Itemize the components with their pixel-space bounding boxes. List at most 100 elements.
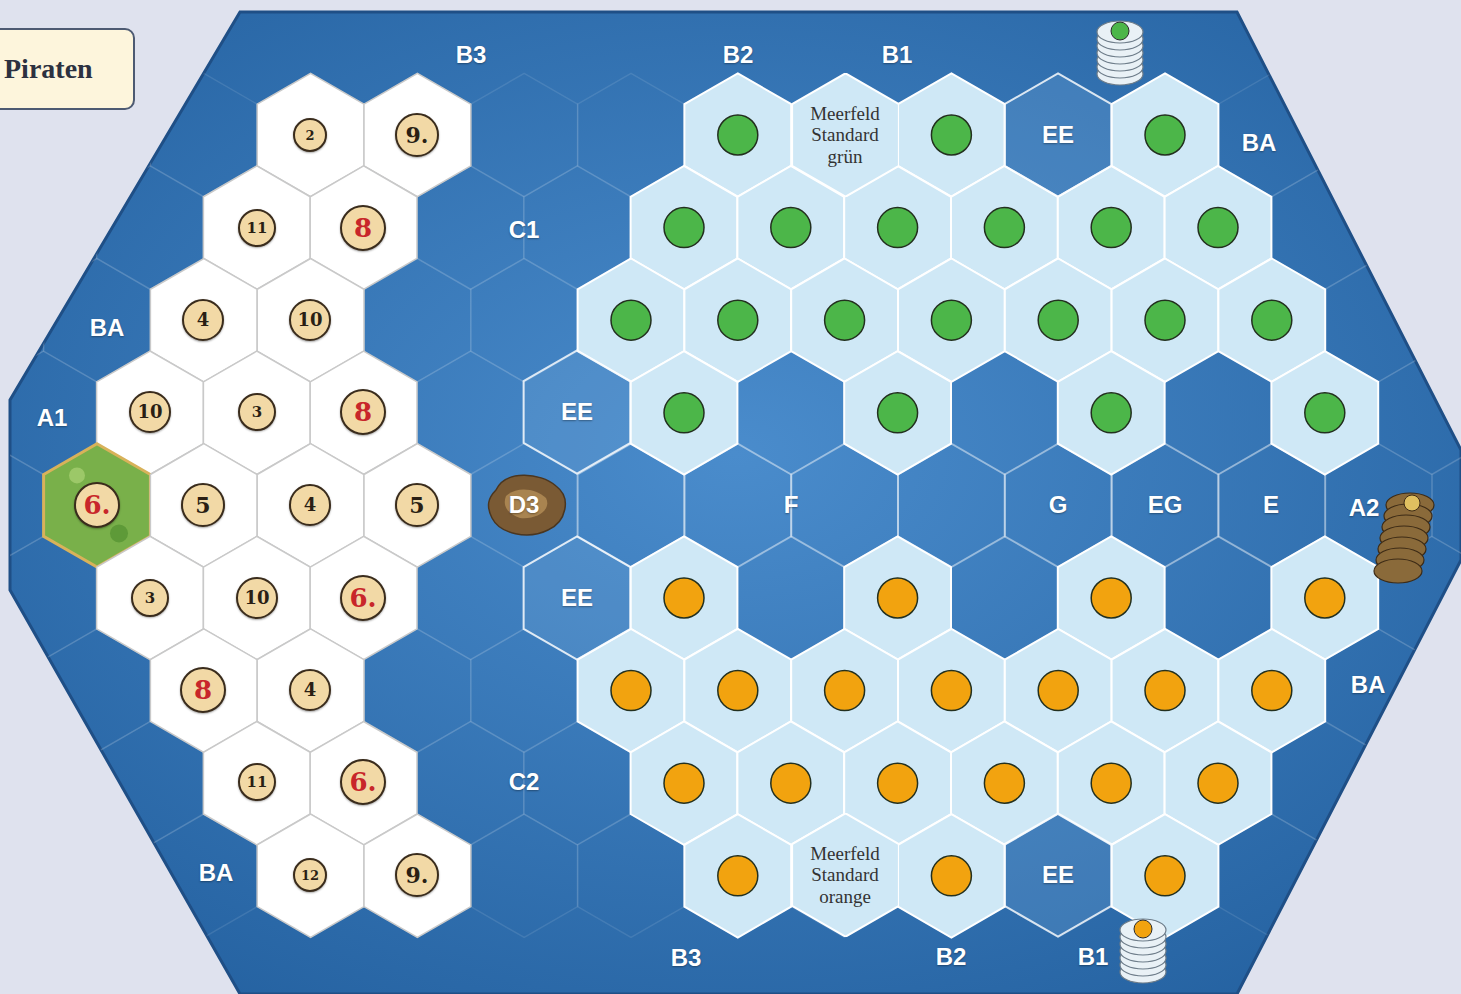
sea-hex: [1325, 814, 1432, 937]
number-label: 11: [247, 775, 268, 790]
board-section-label: F: [784, 491, 799, 519]
sea-hex: [1378, 351, 1461, 474]
number-label: 12: [301, 869, 319, 882]
sea-field-hex: Meerfeld Standard orange: [792, 813, 899, 937]
sea-hex: [0, 722, 97, 845]
orange-marker: [1145, 671, 1185, 711]
sea-hex: [0, 259, 44, 382]
green-marker: [931, 300, 971, 340]
board-section-label: C1: [509, 216, 540, 244]
number-token: 10: [289, 299, 331, 341]
number-token: 5: [395, 483, 439, 527]
green-marker: [931, 115, 971, 155]
number-label: 4: [304, 681, 317, 699]
board-section-label: B1: [1078, 943, 1109, 971]
board-section-label: EE: [561, 398, 593, 426]
pirate-island-detail: [505, 489, 548, 518]
board-section-label: BA: [199, 859, 234, 887]
land-hex: [257, 814, 364, 937]
pasture-detail: [69, 467, 85, 483]
sea-hex: [0, 629, 44, 752]
stack-marker: [1134, 920, 1152, 938]
green-marker: [984, 208, 1024, 248]
number-token: 8: [340, 389, 386, 435]
number-token: 10: [236, 577, 278, 619]
green-marker: [664, 393, 704, 433]
green-marker: [718, 115, 758, 155]
number-label: 10: [297, 311, 322, 329]
hex-outline-shape: [792, 813, 899, 936]
number-token: 11: [238, 763, 276, 801]
green-marker: [1305, 393, 1345, 433]
sea-hex: [1432, 73, 1461, 196]
orange-marker: [1252, 671, 1292, 711]
number-label: 8: [354, 399, 372, 425]
sea-hex: [1432, 259, 1461, 382]
number-label: 11: [247, 221, 268, 236]
title-box: Piraten: [0, 28, 135, 110]
board-section-label: C2: [509, 768, 540, 796]
board-section-label: B3: [456, 41, 487, 69]
sea-hex: [1432, 444, 1461, 567]
number-label: 4: [197, 311, 210, 329]
board-section-label: B1: [882, 41, 913, 69]
number-token: 8: [180, 667, 226, 713]
board-section-label: D3: [509, 491, 540, 519]
number-label: 9.: [406, 124, 429, 146]
board-section-label: EE: [1042, 121, 1074, 149]
board-section-label: BA: [90, 314, 125, 342]
orange-marker: [1305, 578, 1345, 618]
orange-marker: [1198, 763, 1238, 803]
number-token: 3: [238, 393, 276, 431]
number-label: 3: [145, 591, 155, 606]
orange-marker: [1091, 763, 1131, 803]
sea-hex: [0, 166, 97, 289]
number-label: 6.: [83, 492, 110, 518]
number-label: 3: [252, 405, 262, 420]
number-token: 9.: [395, 113, 439, 157]
sea-field-hex: [844, 351, 951, 474]
orange-marker: [878, 763, 918, 803]
board-section-label: B2: [936, 943, 967, 971]
start-hex: [524, 536, 631, 659]
orange-marker: [664, 763, 704, 803]
sea-field-hex: [684, 814, 791, 937]
token-stack: [1120, 919, 1166, 941]
board-section-label: EE: [561, 584, 593, 612]
number-label: 5: [409, 494, 424, 516]
board-section-label: B3: [671, 944, 702, 972]
number-label: 5: [195, 494, 210, 516]
sea-hex: [1432, 814, 1461, 937]
title: Piraten: [4, 53, 93, 85]
number-token: 10: [129, 391, 171, 433]
number-token: 4: [182, 299, 224, 341]
number-label: 10: [244, 589, 269, 607]
number-token: 2: [293, 118, 327, 152]
board-section-label: G: [1049, 491, 1068, 519]
orange-marker: [1091, 578, 1131, 618]
orange-marker: [931, 856, 971, 896]
gold-stack: [1374, 559, 1422, 583]
orange-marker: [718, 856, 758, 896]
number-token: 8: [340, 205, 386, 251]
green-marker: [664, 208, 704, 248]
board-section-label: B2: [723, 41, 754, 69]
number-label: 6.: [349, 769, 376, 795]
board-section-label: A1: [37, 404, 68, 432]
green-marker: [611, 300, 651, 340]
field-label: Meerfeld Standard orange: [810, 843, 880, 907]
start-hex: [1005, 73, 1112, 196]
green-marker: [1091, 393, 1131, 433]
number-label: 4: [304, 496, 317, 514]
green-marker: [1145, 115, 1185, 155]
number-token: 5: [181, 483, 225, 527]
number-token: 6.: [340, 759, 386, 805]
sea-field-hex: [1271, 351, 1378, 474]
board-section-label: E: [1263, 491, 1279, 519]
orange-marker: [825, 671, 865, 711]
number-label: 8: [354, 215, 372, 241]
token-stack: [1097, 21, 1143, 43]
green-marker: [1252, 300, 1292, 340]
sea-field-hex: [631, 351, 738, 474]
sea-field-hex: [1112, 814, 1219, 937]
